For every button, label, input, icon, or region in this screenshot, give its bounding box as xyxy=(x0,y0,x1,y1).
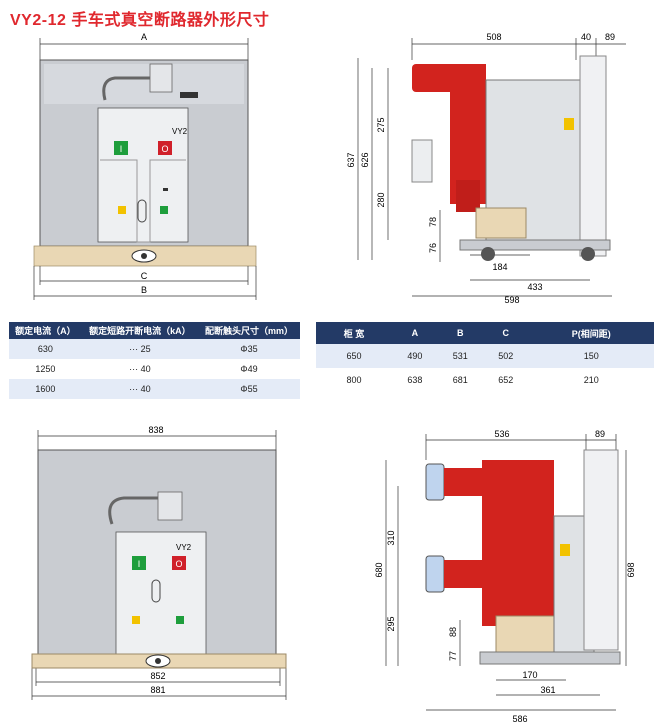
side-view-bottom: 536 89 680 310 295 88 77 698 170 361 586 xyxy=(374,429,636,724)
svg-text:88: 88 xyxy=(448,627,458,637)
svg-text:78: 78 xyxy=(428,217,438,227)
svg-text:310: 310 xyxy=(386,530,396,545)
svg-text:77: 77 xyxy=(448,651,458,661)
front-view-top: A VY2 I O C B xyxy=(33,32,257,300)
side-view-top: 508 40 89 637 626 275 280 78 76 184 433 … xyxy=(346,32,626,305)
svg-text:76: 76 xyxy=(428,243,438,253)
dim-label-838: 838 xyxy=(148,425,163,435)
table-header: A xyxy=(392,322,438,344)
svg-text:40: 40 xyxy=(581,32,591,42)
svg-text:I: I xyxy=(138,559,141,569)
svg-text:698: 698 xyxy=(626,562,636,577)
table-header: 额定短路开断电流（kA） xyxy=(81,322,199,339)
svg-text:VY2: VY2 xyxy=(176,543,192,552)
model-label: VY2 xyxy=(172,127,188,136)
on-button[interactable] xyxy=(114,141,128,155)
svg-text:361: 361 xyxy=(540,685,555,695)
svg-text:184: 184 xyxy=(492,262,507,272)
table-header: 配断触头尺寸（mm） xyxy=(198,322,300,339)
page-title: VY2-12 手车式真空断路器外形尺寸 xyxy=(10,12,270,29)
svg-text:598: 598 xyxy=(504,295,519,305)
svg-text:295: 295 xyxy=(386,616,396,631)
table-header: P(相间距) xyxy=(528,322,654,344)
front-view-bottom: 838 852 881 VY2 I O xyxy=(31,425,287,700)
svg-text:508: 508 xyxy=(486,32,501,42)
svg-text:89: 89 xyxy=(595,429,605,439)
table-header: 柜 宽 xyxy=(316,322,393,344)
svg-text:O: O xyxy=(175,559,182,569)
svg-text:I: I xyxy=(120,144,123,154)
dimension-a xyxy=(39,38,249,60)
upper-contact-arm xyxy=(412,64,458,92)
dim-label-881: 881 xyxy=(150,685,165,695)
svg-text:536: 536 xyxy=(494,429,509,439)
svg-text:170: 170 xyxy=(522,670,537,680)
svg-text:280: 280 xyxy=(376,192,386,207)
svg-text:275: 275 xyxy=(376,117,386,132)
svg-text:626: 626 xyxy=(360,152,370,167)
table-header: C xyxy=(483,322,529,344)
dim-label-a: A xyxy=(141,32,147,42)
svg-text:433: 433 xyxy=(527,282,542,292)
table-header: B xyxy=(437,322,484,344)
svg-text:680: 680 xyxy=(374,562,384,577)
dim-label-852: 852 xyxy=(150,671,165,681)
insulator-pole xyxy=(482,460,554,626)
off-button[interactable] xyxy=(172,556,186,570)
off-button[interactable] xyxy=(158,141,172,155)
svg-text:O: O xyxy=(161,144,168,154)
current-rating-table: 额定电流（A） 额定短路开断电流（kA） 配断触头尺寸（mm） 630··· 2… xyxy=(9,322,300,399)
svg-text:637: 637 xyxy=(346,152,356,167)
svg-text:586: 586 xyxy=(512,714,527,724)
dim-label-c: C xyxy=(141,271,148,281)
dim-label-b: B xyxy=(141,285,147,295)
svg-text:89: 89 xyxy=(605,32,615,42)
on-button[interactable] xyxy=(132,556,146,570)
table-header: 额定电流（A） xyxy=(9,322,82,339)
